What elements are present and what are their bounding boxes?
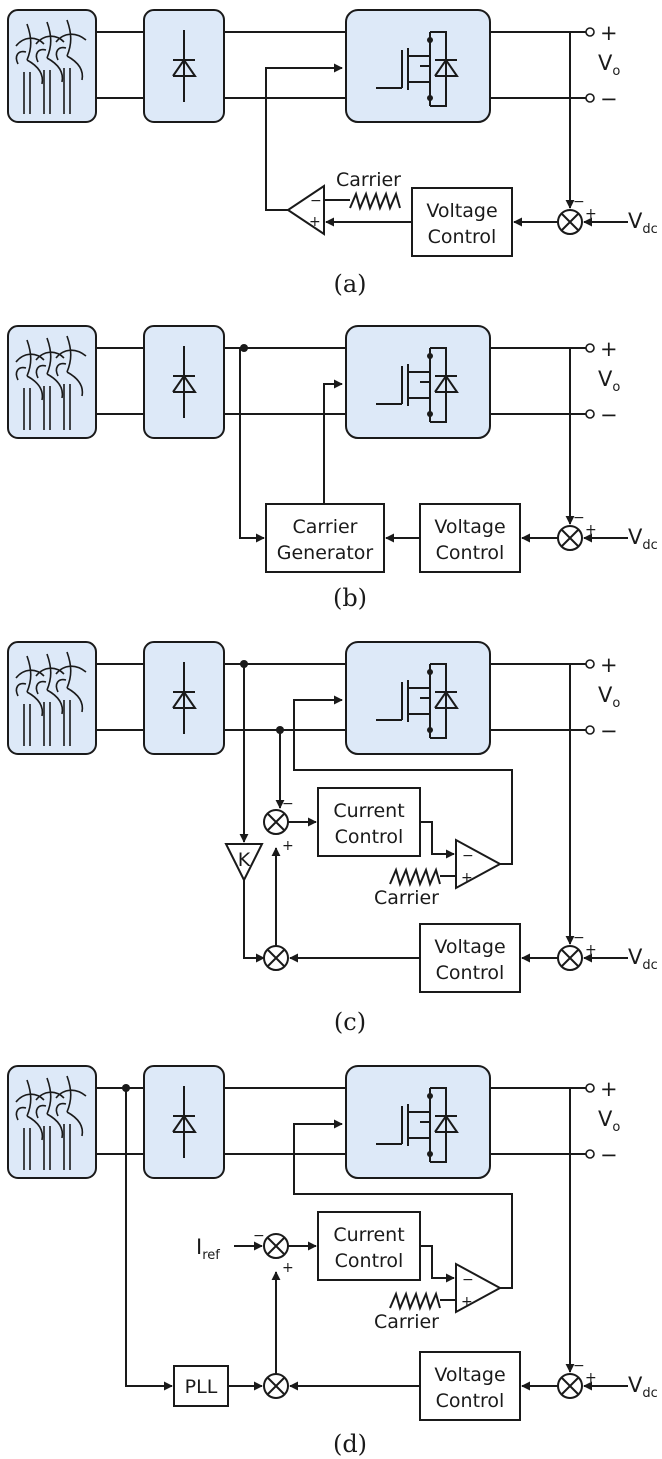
diode-rectifier-icon xyxy=(143,325,225,439)
voltage-control-block xyxy=(419,1351,521,1421)
vo-label: Vo xyxy=(598,367,620,395)
multiplier-icon xyxy=(263,945,289,971)
diode-rectifier-icon xyxy=(143,1065,225,1179)
svg-text:Control: Control xyxy=(335,1250,404,1272)
vo-plus: + xyxy=(600,653,618,677)
carrier-wave-icon xyxy=(349,193,401,209)
caption-a: (a) xyxy=(333,270,366,298)
vo-minus: − xyxy=(600,719,618,743)
vo-minus: − xyxy=(600,403,618,427)
pll-block xyxy=(173,1365,229,1407)
vdc-label: Vdc xyxy=(628,1373,658,1401)
panel-c: + − Vo K + − Current Control − + Carrier… xyxy=(7,641,658,1036)
wind-turbine-icon xyxy=(7,1065,97,1179)
voltage-control-block xyxy=(419,923,521,993)
gain-block-icon xyxy=(224,843,264,883)
caption-b: (b) xyxy=(333,584,367,612)
svg-text:−: − xyxy=(310,193,322,209)
svg-text:−: − xyxy=(573,1358,585,1374)
vo-label: Vo xyxy=(598,51,620,79)
current-control-block xyxy=(317,1211,421,1281)
comparator-icon xyxy=(455,838,503,890)
vdc-label: Vdc xyxy=(628,209,658,237)
summing-junction-icon xyxy=(557,209,583,235)
svg-text:+: + xyxy=(282,838,294,854)
vo-label: Vo xyxy=(598,683,620,711)
svg-text:−: − xyxy=(462,848,474,864)
voltage-control-block xyxy=(419,503,521,573)
vdc-label: Vdc xyxy=(628,525,658,553)
mosfet-converter-icon xyxy=(345,641,491,755)
svg-text:+: + xyxy=(309,214,321,230)
carrier-wave-icon xyxy=(389,1293,441,1309)
mosfet-converter-icon xyxy=(345,1065,491,1179)
svg-text:−: − xyxy=(573,930,585,946)
summing-junction-icon xyxy=(557,525,583,551)
summing-junction-icon xyxy=(263,1233,289,1259)
svg-text:−: − xyxy=(573,510,585,526)
carrier-wave-icon xyxy=(389,869,441,885)
summing-junction-icon xyxy=(557,945,583,971)
wind-turbine-icon xyxy=(7,9,97,123)
svg-text:Control: Control xyxy=(436,542,505,564)
svg-text:PLL: PLL xyxy=(185,1376,218,1398)
summing-junction-icon xyxy=(263,809,289,835)
vo-plus: + xyxy=(600,1077,618,1101)
svg-text:Voltage: Voltage xyxy=(434,1364,505,1386)
vdc-label: Vdc xyxy=(628,945,658,973)
svg-text:Current: Current xyxy=(333,1224,404,1246)
svg-text:Carrier: Carrier xyxy=(293,516,358,538)
vo-minus: − xyxy=(600,87,618,111)
comparator-icon xyxy=(286,184,325,236)
svg-text:+: + xyxy=(585,1370,597,1386)
iref-label: Iref xyxy=(196,1235,220,1263)
svg-text:−: − xyxy=(282,796,294,812)
svg-text:Voltage: Voltage xyxy=(426,200,497,222)
svg-text:−: − xyxy=(462,1272,474,1288)
svg-text:Control: Control xyxy=(436,1390,505,1412)
carrier-label: Carrier xyxy=(374,1311,439,1333)
mosfet-converter-icon xyxy=(345,325,491,439)
svg-text:+: + xyxy=(585,206,597,222)
carrier-label: Carrier xyxy=(374,887,439,909)
vo-plus: + xyxy=(600,21,618,45)
svg-text:K: K xyxy=(238,849,251,871)
mosfet-converter-icon xyxy=(345,9,491,123)
caption-c: (c) xyxy=(334,1008,366,1036)
svg-text:Control: Control xyxy=(335,826,404,848)
vo-plus: + xyxy=(600,337,618,361)
carrier-label: Carrier xyxy=(336,169,401,191)
svg-text:Control: Control xyxy=(436,962,505,984)
svg-text:Control: Control xyxy=(428,226,497,248)
panel-a: + − Vo − + Vdc Voltage Control − + Carri… xyxy=(7,9,658,298)
summing-junction-icon xyxy=(557,1373,583,1399)
svg-text:+: + xyxy=(461,870,473,886)
svg-text:+: + xyxy=(585,942,597,958)
wind-turbine-icon xyxy=(7,325,97,439)
diode-rectifier-icon xyxy=(143,641,225,755)
wind-turbine-icon xyxy=(7,641,97,755)
caption-d: (d) xyxy=(333,1430,367,1458)
svg-text:Voltage: Voltage xyxy=(434,516,505,538)
vo-label: Vo xyxy=(598,1107,620,1135)
panel-d: + − Vo PLL + − Iref Current Control − + … xyxy=(7,1065,658,1458)
panel-b: + − Vo − + Vdc Voltage Control Carrier G… xyxy=(7,325,658,612)
svg-text:Voltage: Voltage xyxy=(434,936,505,958)
svg-text:−: − xyxy=(573,194,585,210)
svg-text:+: + xyxy=(282,1260,294,1276)
comparator-icon xyxy=(455,1262,503,1314)
svg-text:Generator: Generator xyxy=(277,542,374,564)
multiplier-icon xyxy=(263,1373,289,1399)
svg-text:Current: Current xyxy=(333,800,404,822)
svg-text:+: + xyxy=(461,1294,473,1310)
vo-minus: − xyxy=(600,1143,618,1167)
diode-rectifier-icon xyxy=(143,9,225,123)
svg-text:−: − xyxy=(253,1228,265,1244)
svg-text:+: + xyxy=(585,522,597,538)
